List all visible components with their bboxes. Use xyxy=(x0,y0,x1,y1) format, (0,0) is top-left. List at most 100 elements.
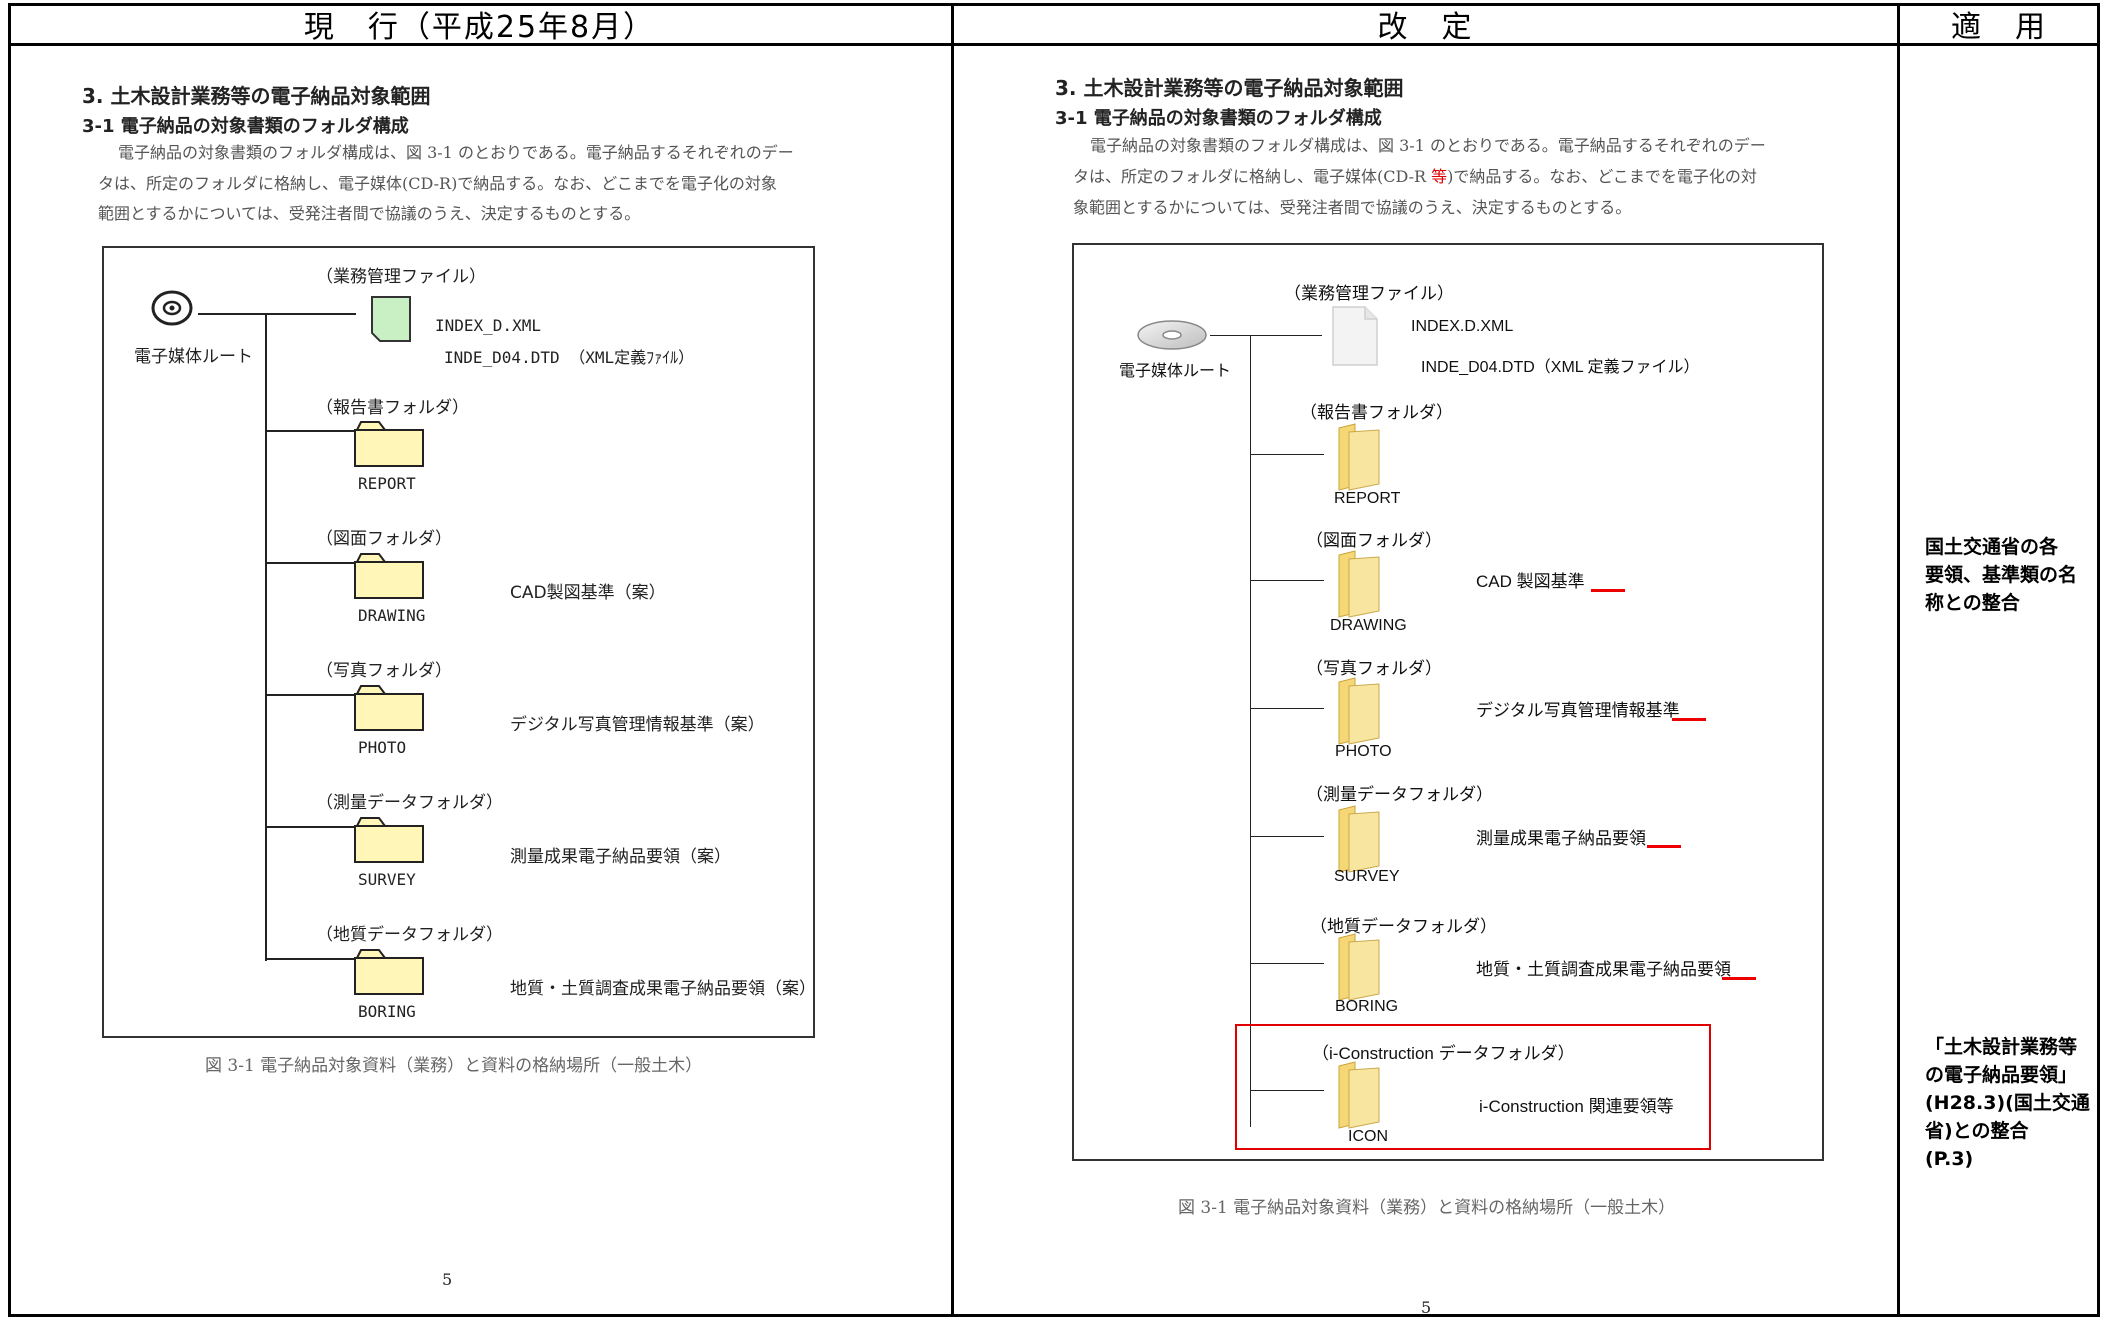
red-underline xyxy=(1591,589,1625,592)
old-folder-name: REPORT xyxy=(358,474,416,493)
old-file-name: INDE_D04.DTD （XML定義ﾌｧｲﾙ） xyxy=(444,348,695,367)
old-para-line: 範囲とするかについては、受発注者間で協議のうえ、決定するものとする。 xyxy=(98,204,641,223)
folder-icon xyxy=(354,817,424,863)
old-group-label: （図面フォルダ） xyxy=(316,529,452,549)
old-standard-label: 地質・土質調査成果電子納品要領（案） xyxy=(510,979,816,999)
new-file-name: INDE_D04.DTD（XML 定義ファイル） xyxy=(1421,359,1700,376)
table-frame xyxy=(8,3,2100,1317)
folder-icon xyxy=(354,949,424,995)
old-folder-name: SURVEY xyxy=(358,870,416,889)
new-folder-name: SURVEY xyxy=(1334,868,1400,885)
old-root-label: 電子媒体ルート xyxy=(134,347,253,367)
folder-icon xyxy=(354,685,424,731)
old-standard-label: CAD製図基準（案） xyxy=(510,583,666,603)
connector xyxy=(1250,963,1324,964)
old-folder-name: DRAWING xyxy=(358,606,426,625)
old-para-line: タは、所定のフォルダに格納し、電子媒体(CD-R)で納品する。なお、どこまでを電… xyxy=(98,174,777,193)
file-icon xyxy=(1332,306,1378,366)
new-folder-name: PHOTO xyxy=(1335,743,1392,760)
file-icon xyxy=(371,296,411,342)
connector xyxy=(1250,580,1324,581)
connector xyxy=(265,958,355,960)
column-divider xyxy=(1897,3,1900,1317)
connector xyxy=(1250,836,1324,837)
old-standard-label: 測量成果電子納品要領（案） xyxy=(510,847,731,867)
header-apply: 適 用 xyxy=(1951,10,2047,45)
new-standard-label: i-Construction 関連要領等 xyxy=(1479,1097,1674,1116)
old-group-label: （地質データフォルダ） xyxy=(316,925,503,945)
header-revised: 改 定 xyxy=(1377,10,1474,45)
connector xyxy=(265,562,355,564)
connector xyxy=(1250,1090,1324,1091)
old-folder-name: BORING xyxy=(358,1002,416,1021)
apply-note-line: の電子納品要領」 xyxy=(1925,1064,2078,1086)
apply-note-1: 国土交通省の各 要領、基準類の名 称との整合 xyxy=(1925,533,2077,617)
new-root-label: 電子媒体ルート xyxy=(1119,361,1232,380)
new-group-label: （業務管理ファイル） xyxy=(1284,284,1454,303)
folder-icon xyxy=(1338,677,1380,745)
old-file-name: INDEX_D.XML xyxy=(435,316,541,335)
new-section-subtitle: 3-1 電子納品の対象書類のフォルダ構成 xyxy=(1055,108,1382,129)
old-section-title: 3. 土木設計業務等の電子納品対象範囲 xyxy=(82,84,431,108)
apply-note-line: (H28.3)(国土交通 xyxy=(1925,1092,2090,1114)
connector xyxy=(1250,708,1324,709)
header-divider xyxy=(8,43,2100,46)
folder-icon xyxy=(1338,1061,1380,1129)
folder-icon xyxy=(1338,933,1380,1001)
connector xyxy=(265,826,355,828)
apply-note-line: 省)との整合 xyxy=(1925,1120,2029,1142)
new-standard-label: CAD 製図基準 xyxy=(1476,572,1585,591)
red-underline xyxy=(1672,718,1706,721)
new-file-name: INDEX.D.XML xyxy=(1411,318,1514,335)
cd-disc-icon xyxy=(1137,320,1207,350)
apply-note-line: 称との整合 xyxy=(1925,592,2020,614)
new-para-text: )で納品する。なお、どこまでを電子化の対 xyxy=(1447,167,1757,186)
old-group-label: （業務管理ファイル） xyxy=(316,267,486,287)
apply-note-line: (P.3) xyxy=(1925,1148,1974,1170)
new-group-label: （i-Construction データフォルダ） xyxy=(1312,1044,1575,1063)
new-para-insertion: 等 xyxy=(1431,167,1448,186)
new-page-number: 5 xyxy=(1421,1298,1432,1317)
old-section-subtitle: 3-1 電子納品の対象書類のフォルダ構成 xyxy=(82,116,409,137)
old-page-number: 5 xyxy=(442,1270,453,1289)
apply-note-2: 「土木設計業務等 の電子納品要領」 (H28.3)(国土交通 省)との整合 (P… xyxy=(1925,1033,2090,1173)
new-para-line: タは、所定のフォルダに格納し、電子媒体(CD-R 等)で納品する。なお、どこまで… xyxy=(1073,161,1757,192)
tree-trunk xyxy=(1250,335,1251,1127)
new-para-line: 象範囲とするかについては、受発注者間で協議のうえ、決定するものとする。 xyxy=(1073,198,1632,217)
new-folder-name: BORING xyxy=(1335,998,1399,1015)
old-para-line: 電子納品の対象書類のフォルダ構成は、図 3-1 のとおりである。電子納品するそれ… xyxy=(118,143,794,162)
column-divider xyxy=(951,3,954,1317)
new-figure-box xyxy=(1072,243,1824,1161)
new-group-label: （図面フォルダ） xyxy=(1306,531,1442,550)
folder-icon xyxy=(354,553,424,599)
new-standard-label: 地質・土質調査成果電子納品要領 xyxy=(1476,960,1731,979)
old-standard-label: デジタル写真管理情報基準（案） xyxy=(510,715,765,735)
connector xyxy=(1210,335,1322,336)
apply-note-line: 要領、基準類の名 xyxy=(1925,564,2078,586)
connector xyxy=(265,430,355,432)
old-folder-name: PHOTO xyxy=(358,738,407,757)
old-figure-box xyxy=(102,246,815,1038)
cd-disc-icon xyxy=(151,290,193,326)
new-standard-label: 測量成果電子納品要領 xyxy=(1476,829,1646,848)
old-figure-caption: 図 3-1 電子納品対象資料（業務）と資料の格納場所（一般土木） xyxy=(205,1056,703,1076)
new-group-label: （報告書フォルダ） xyxy=(1300,403,1453,422)
new-folder-name: ICON xyxy=(1348,1128,1388,1145)
new-folder-name: REPORT xyxy=(1334,490,1401,507)
red-underline xyxy=(1722,977,1756,980)
folder-icon xyxy=(354,421,424,467)
connector xyxy=(198,313,356,315)
new-group-label: （測量データフォルダ） xyxy=(1306,785,1493,804)
apply-note-line: 「土木設計業務等 xyxy=(1925,1036,2078,1058)
folder-icon xyxy=(1338,550,1380,618)
folder-icon xyxy=(1338,805,1380,873)
new-para-line: 電子納品の対象書類のフォルダ構成は、図 3-1 のとおりである。電子納品するそれ… xyxy=(1090,136,1766,155)
apply-note-line: 国土交通省の各 xyxy=(1925,536,2059,558)
connector xyxy=(265,694,355,696)
red-underline xyxy=(1647,845,1681,848)
new-figure-caption: 図 3-1 電子納品対象資料（業務）と資料の格納場所（一般土木） xyxy=(1178,1198,1676,1218)
new-section-title: 3. 土木設計業務等の電子納品対象範囲 xyxy=(1055,76,1404,100)
tree-trunk xyxy=(265,313,267,961)
old-group-label: （報告書フォルダ） xyxy=(316,398,469,418)
new-para-text: タは、所定のフォルダに格納し、電子媒体(CD-R xyxy=(1073,167,1432,186)
